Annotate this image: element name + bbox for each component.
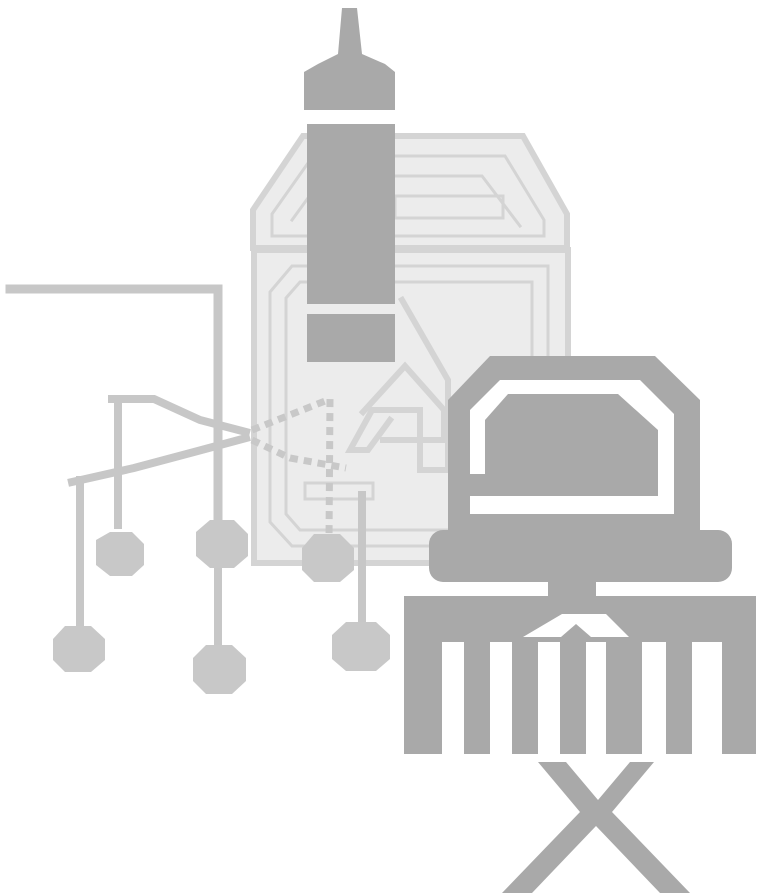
tripod-stand	[404, 596, 756, 893]
dome-platform	[429, 356, 732, 597]
